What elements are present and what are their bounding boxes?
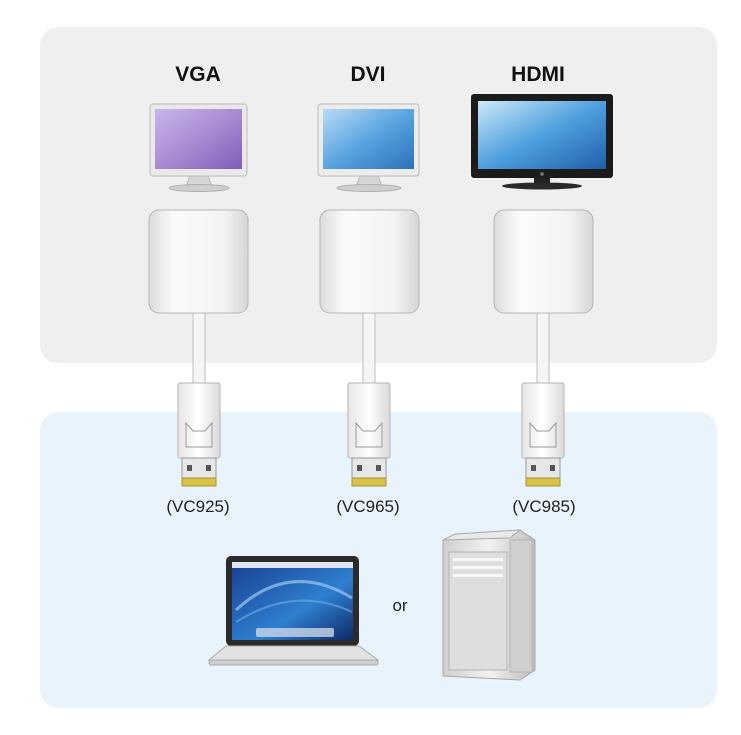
dvi-cable [362, 312, 376, 386]
vga-model-label: (VC925) [166, 497, 230, 516]
hdmi-displayport-plug [521, 382, 565, 487]
hdmi-model-label: (VC985) [512, 497, 576, 516]
hdmi-cable [536, 312, 550, 386]
dvi-title: DVI [350, 63, 386, 86]
hdmi-title: HDMI [511, 63, 565, 86]
dvi-adapter-body [319, 209, 420, 314]
vga-cable [192, 312, 206, 386]
or-label: or [392, 596, 408, 615]
dvi-model-label: (VC965) [336, 497, 400, 516]
vga-displayport-plug [177, 382, 221, 487]
vga-monitor-icon [149, 103, 248, 192]
vga-adapter-body [148, 209, 249, 314]
laptop-icon [207, 556, 380, 666]
dvi-displayport-plug [347, 382, 391, 487]
vga-title: VGA [175, 63, 221, 86]
hdmi-adapter-body [493, 209, 594, 314]
dvi-monitor-icon [317, 103, 420, 192]
hdmi-tv-icon [471, 94, 613, 190]
desktop-tower-icon [442, 529, 536, 681]
